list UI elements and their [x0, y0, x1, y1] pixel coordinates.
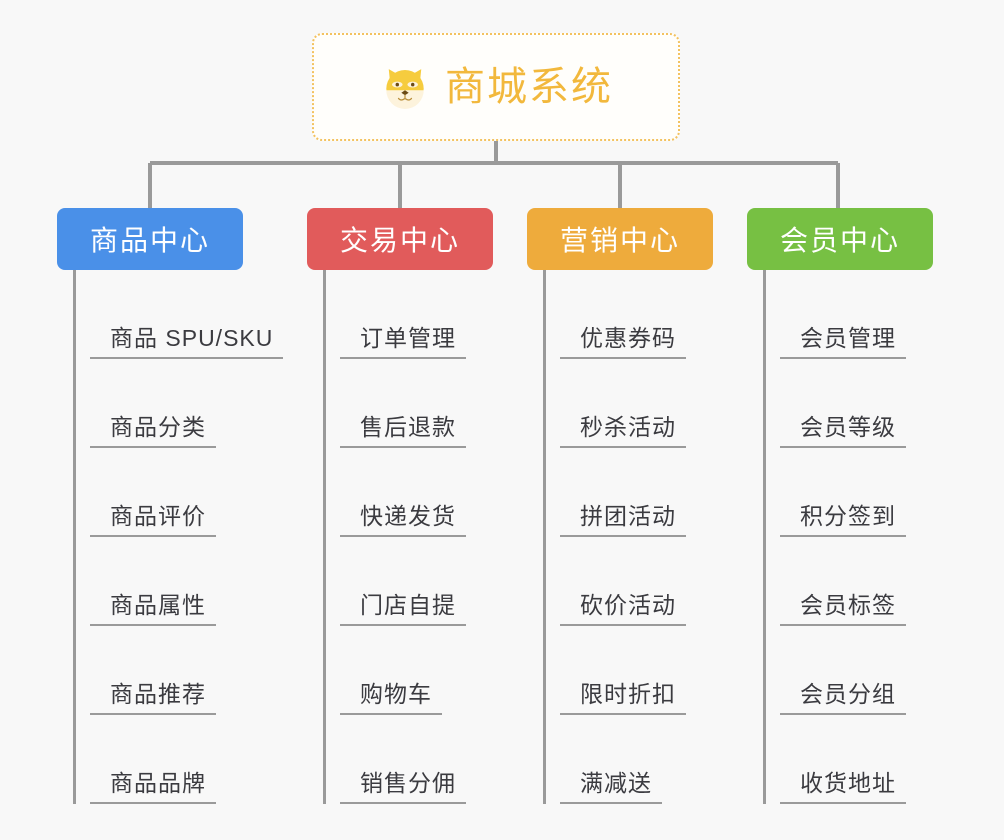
leaf-label: 商品 SPU/SKU — [90, 325, 284, 359]
list-item[interactable]: 商品分类 — [76, 389, 317, 448]
list-item[interactable]: 砍价活动 — [546, 567, 749, 626]
leaf-label: 订单管理 — [340, 325, 466, 359]
branch-trade-center: 交易中心 订单管理 售后退款 快递发货 门店自提 购物车 销售分佣 — [307, 208, 539, 804]
list-item[interactable]: 售后退款 — [326, 389, 539, 448]
list-item[interactable]: 订单管理 — [326, 300, 539, 359]
leaf-label: 会员标签 — [780, 592, 906, 626]
list-item[interactable]: 积分签到 — [766, 478, 969, 537]
category-header-product-center[interactable]: 商品中心 — [57, 208, 243, 270]
leaf-label: 优惠券码 — [560, 325, 686, 359]
list-item[interactable]: 商品 SPU/SKU — [76, 300, 317, 359]
leaf-label: 会员分组 — [780, 681, 906, 715]
leaf-list-product-center: 商品 SPU/SKU 商品分类 商品评价 商品属性 商品推荐 商品品牌 — [73, 270, 317, 804]
leaf-label: 积分签到 — [780, 503, 906, 537]
category-header-member-center[interactable]: 会员中心 — [747, 208, 933, 270]
leaf-label: 会员等级 — [780, 414, 906, 448]
list-item[interactable]: 会员分组 — [766, 656, 969, 715]
leaf-label: 商品分类 — [90, 414, 216, 448]
list-item[interactable]: 会员等级 — [766, 389, 969, 448]
leaf-label: 商品属性 — [90, 592, 216, 626]
list-item[interactable]: 秒杀活动 — [546, 389, 749, 448]
list-item[interactable]: 满减送 — [546, 745, 749, 804]
root-node[interactable]: 商城系统 — [312, 33, 680, 141]
leaf-label: 商品推荐 — [90, 681, 216, 715]
leaf-label: 商品评价 — [90, 503, 216, 537]
category-title: 商品中心 — [89, 225, 210, 256]
leaf-label: 快递发货 — [340, 503, 466, 537]
page-title: 商城系统 — [445, 65, 613, 109]
category-title: 营销中心 — [559, 225, 680, 256]
list-item[interactable]: 销售分佣 — [326, 745, 539, 804]
leaf-list-marketing-center: 优惠券码 秒杀活动 拼团活动 砍价活动 限时折扣 满减送 — [543, 270, 749, 804]
leaf-label: 销售分佣 — [340, 770, 466, 804]
leaf-label: 售后退款 — [340, 414, 466, 448]
category-title: 会员中心 — [779, 225, 900, 256]
list-item[interactable]: 商品推荐 — [76, 656, 317, 715]
shiba-dog-face-icon — [386, 69, 424, 109]
list-item[interactable]: 快递发货 — [326, 478, 539, 537]
list-item[interactable]: 商品品牌 — [76, 745, 317, 804]
leaf-label: 收货地址 — [780, 770, 906, 804]
leaf-label: 会员管理 — [780, 325, 906, 359]
list-item[interactable]: 商品评价 — [76, 478, 317, 537]
category-header-trade-center[interactable]: 交易中心 — [307, 208, 493, 270]
list-item[interactable]: 收货地址 — [766, 745, 969, 804]
leaf-label: 购物车 — [340, 681, 442, 715]
list-item[interactable]: 拼团活动 — [546, 478, 749, 537]
list-item[interactable]: 门店自提 — [326, 567, 539, 626]
leaf-label: 砍价活动 — [560, 592, 686, 626]
leaf-list-trade-center: 订单管理 售后退款 快递发货 门店自提 购物车 销售分佣 — [323, 270, 539, 804]
category-title: 交易中心 — [339, 225, 460, 256]
leaf-label: 门店自提 — [340, 592, 466, 626]
list-item[interactable]: 限时折扣 — [546, 656, 749, 715]
list-item[interactable]: 商品属性 — [76, 567, 317, 626]
branch-member-center: 会员中心 会员管理 会员等级 积分签到 会员标签 会员分组 收货地址 — [747, 208, 969, 804]
list-item[interactable]: 会员管理 — [766, 300, 969, 359]
branch-product-center: 商品中心 商品 SPU/SKU 商品分类 商品评价 商品属性 商品推荐 商品品牌 — [57, 208, 317, 804]
leaf-label: 商品品牌 — [90, 770, 216, 804]
leaf-label: 限时折扣 — [560, 681, 686, 715]
list-item[interactable]: 优惠券码 — [546, 300, 749, 359]
list-item[interactable]: 购物车 — [326, 656, 539, 715]
branch-marketing-center: 营销中心 优惠券码 秒杀活动 拼团活动 砍价活动 限时折扣 满减送 — [527, 208, 749, 804]
leaf-list-member-center: 会员管理 会员等级 积分签到 会员标签 会员分组 收货地址 — [763, 270, 969, 804]
category-header-marketing-center[interactable]: 营销中心 — [527, 208, 713, 270]
leaf-label: 满减送 — [560, 770, 662, 804]
leaf-label: 拼团活动 — [560, 503, 686, 537]
leaf-label: 秒杀活动 — [560, 414, 686, 448]
list-item[interactable]: 会员标签 — [766, 567, 969, 626]
